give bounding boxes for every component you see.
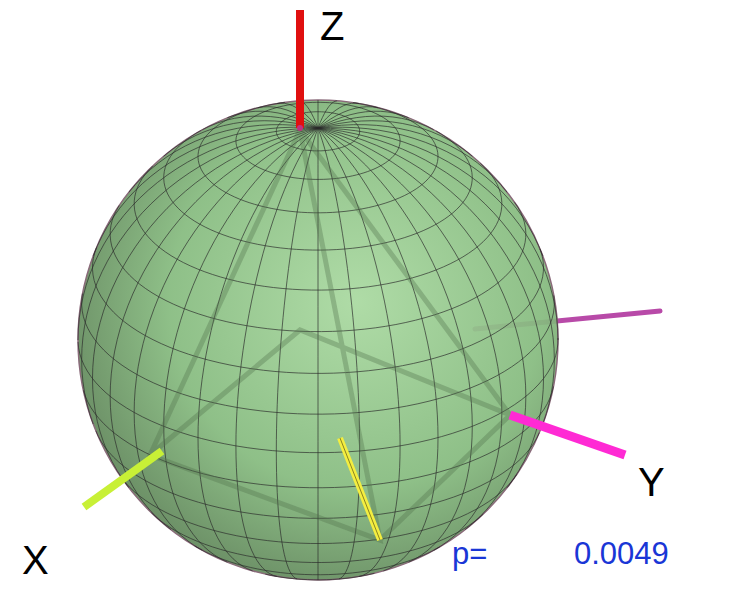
yellow-stick-edge	[340, 438, 380, 540]
grid-line	[227, 111, 318, 128]
grid-line	[318, 100, 319, 128]
grid-line	[78, 128, 318, 340]
grid-line	[318, 103, 359, 128]
parameter-value: 0.0049	[574, 538, 669, 569]
grid-line	[198, 128, 318, 571]
x-axis	[84, 451, 162, 507]
grid-line	[195, 546, 440, 575]
grid-line	[318, 116, 434, 130]
y-axis	[510, 415, 625, 455]
axis-label: X	[22, 540, 49, 580]
grid-line	[151, 513, 483, 563]
sphere	[78, 100, 558, 580]
grid-line	[318, 128, 558, 340]
grid-line	[265, 573, 374, 580]
inner-polyhedron	[150, 130, 510, 540]
grid-line	[318, 128, 554, 424]
axis-label: Y	[638, 462, 665, 502]
z-axis-base	[297, 125, 303, 131]
z-axis	[296, 10, 304, 128]
parameter-label: p=	[452, 538, 487, 569]
grid-line	[318, 125, 507, 193]
grid-line	[318, 127, 543, 256]
grid-line	[93, 127, 318, 256]
grid-line	[318, 101, 337, 128]
axis-label: Z	[320, 6, 344, 46]
yellow-stick	[340, 438, 380, 540]
sphere-grid	[78, 100, 558, 580]
grid-line	[164, 128, 318, 562]
grid-line	[318, 128, 319, 580]
